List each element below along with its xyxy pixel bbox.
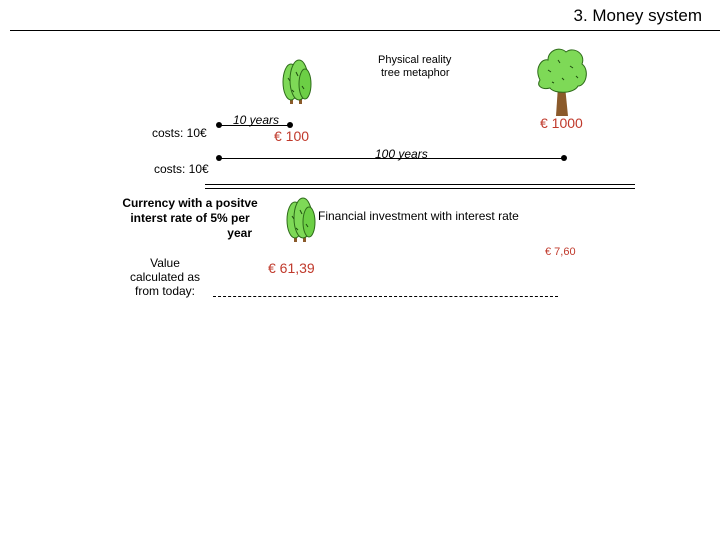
value-long-label: € 1000 (540, 115, 583, 131)
value-short-label: € 100 (274, 128, 310, 144)
small-tree-icon (282, 59, 312, 104)
years-short-label: 10 years (233, 113, 280, 127)
value-caption-line2: calculated as (129, 270, 201, 284)
costs-long-label: costs: 10€ (154, 162, 209, 176)
timeline-100-years (219, 158, 565, 159)
title-rule (10, 30, 720, 31)
value-caption-line3: from today: (134, 284, 196, 298)
small-tree-icon-2 (286, 197, 316, 242)
dashed-timeline (213, 296, 558, 297)
currency-caption: Currency with a positve interst rate of … (118, 196, 262, 241)
currency-caption-line2: interst rate of 5% per (130, 211, 250, 225)
investment-label: Financial investment with interest rate (318, 209, 519, 223)
years-long-label: 100 years (375, 147, 428, 161)
section-separator (205, 184, 635, 189)
value-caption-line1: Value (150, 256, 180, 270)
slide-title: 3. Money system (573, 6, 703, 25)
value-caption: Value calculated as from today: (128, 256, 202, 298)
physical-caption-line1: Physical reality (378, 54, 452, 66)
timeline-10-years (219, 125, 289, 126)
costs-short-label: costs: 10€ (152, 126, 207, 140)
physical-caption: Physical reality tree metaphor (378, 54, 451, 80)
big-tree-icon (537, 48, 587, 116)
timeline-dot-10 (287, 122, 293, 128)
value-short-financial: € 61,39 (268, 260, 315, 276)
physical-caption-line2: tree metaphor (381, 67, 450, 79)
currency-caption-line3: year (227, 226, 252, 240)
timeline-dot-100 (561, 155, 567, 161)
value-long-financial: € 7,60 (545, 246, 576, 258)
currency-caption-line1: Currency with a positve (122, 196, 258, 210)
